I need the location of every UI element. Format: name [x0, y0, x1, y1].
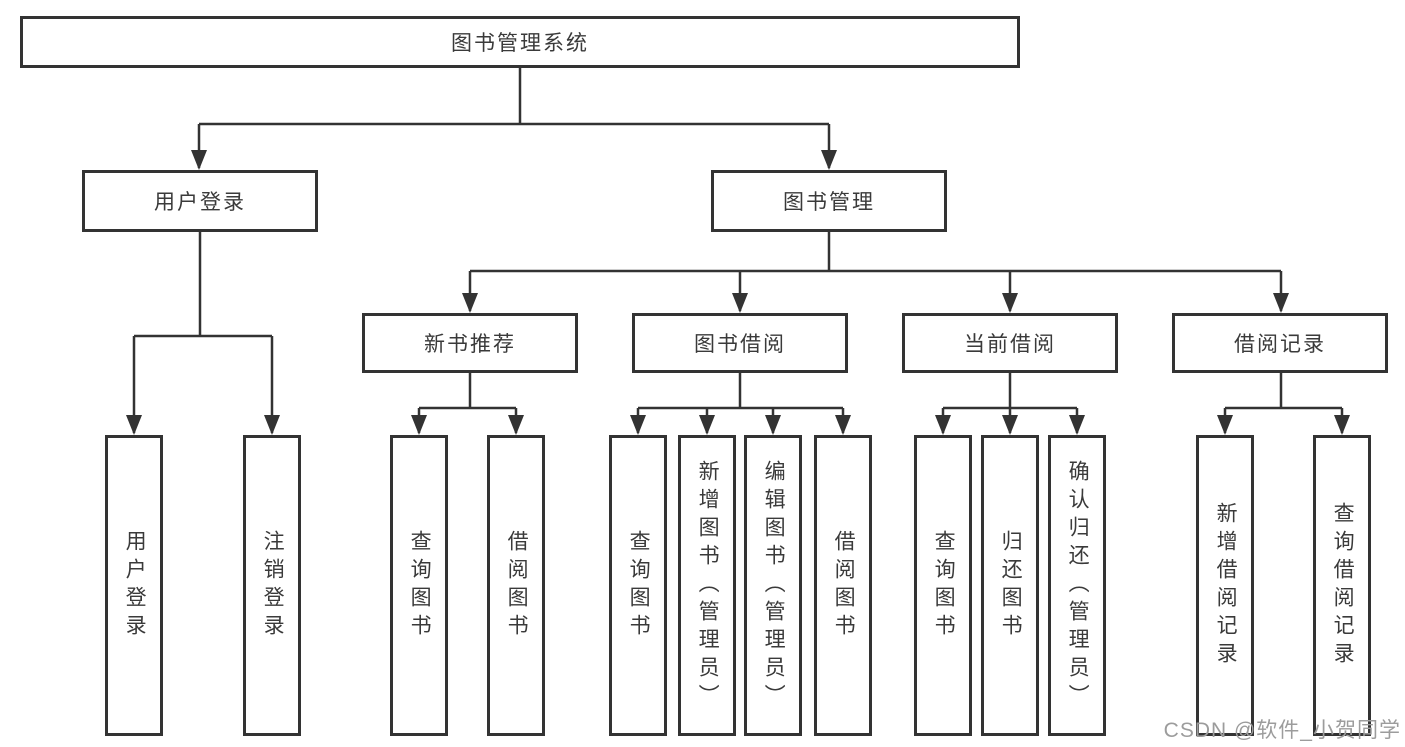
node-library-management-system: 图书管理系统 — [20, 16, 1020, 68]
connector-lines — [132, 68, 1344, 433]
leaf-label: 查询图书 — [408, 529, 432, 642]
leaf-label: 新增图书（管理员） — [696, 459, 720, 712]
node-user-login: 用户登录 — [82, 170, 318, 232]
node-new-book-recommendation: 新书推荐 — [362, 313, 578, 373]
node-label: 图书管理 — [783, 191, 875, 214]
leaf-return-books: 归还图书 — [981, 435, 1039, 736]
leaf-label: 查询图书 — [627, 529, 651, 642]
node-borrowing-records: 借阅记录 — [1172, 313, 1388, 373]
watermark: CSDN @软件_小贺同学 — [1163, 719, 1401, 742]
leaf-label: 编辑图书（管理员） — [762, 459, 786, 712]
node-label: 图书借阅 — [694, 333, 786, 356]
leaf-label: 查询图书 — [932, 529, 956, 642]
leaf-label: 确认归还（管理员） — [1066, 459, 1090, 712]
node-book-borrowing: 图书借阅 — [632, 313, 848, 373]
leaf-query-books-current: 查询图书 — [914, 435, 972, 736]
leaf-label: 查询借阅记录 — [1331, 501, 1355, 670]
leaf-label: 注销登录 — [261, 529, 285, 642]
node-label: 新书推荐 — [424, 333, 516, 356]
node-label: 借阅记录 — [1234, 333, 1326, 356]
leaf-query-books-recommend: 查询图书 — [390, 435, 448, 736]
leaf-logout: 注销登录 — [243, 435, 301, 736]
node-label: 用户登录 — [154, 191, 246, 214]
leaf-label: 借阅图书 — [832, 529, 856, 642]
node-current-borrowing: 当前借阅 — [902, 313, 1118, 373]
leaf-add-borrow-record: 新增借阅记录 — [1196, 435, 1254, 736]
leaf-query-borrow-record: 查询借阅记录 — [1313, 435, 1371, 736]
node-label: 当前借阅 — [964, 333, 1056, 356]
leaf-edit-books-admin: 编辑图书（管理员） — [744, 435, 802, 736]
leaf-query-books-borrowing: 查询图书 — [609, 435, 667, 736]
node-label: 图书管理系统 — [451, 32, 589, 55]
leaf-borrow-books-recommend: 借阅图书 — [487, 435, 545, 736]
leaf-borrow-books-borrowing: 借阅图书 — [814, 435, 872, 736]
leaf-user-login: 用户登录 — [105, 435, 163, 736]
leaf-label: 归还图书 — [999, 529, 1023, 642]
leaf-confirm-return-admin: 确认归还（管理员） — [1048, 435, 1106, 736]
leaf-label: 新增借阅记录 — [1214, 501, 1238, 670]
leaf-label: 用户登录 — [123, 529, 147, 642]
node-book-management: 图书管理 — [711, 170, 947, 232]
leaf-label: 借阅图书 — [505, 529, 529, 642]
leaf-add-books-admin: 新增图书（管理员） — [678, 435, 736, 736]
